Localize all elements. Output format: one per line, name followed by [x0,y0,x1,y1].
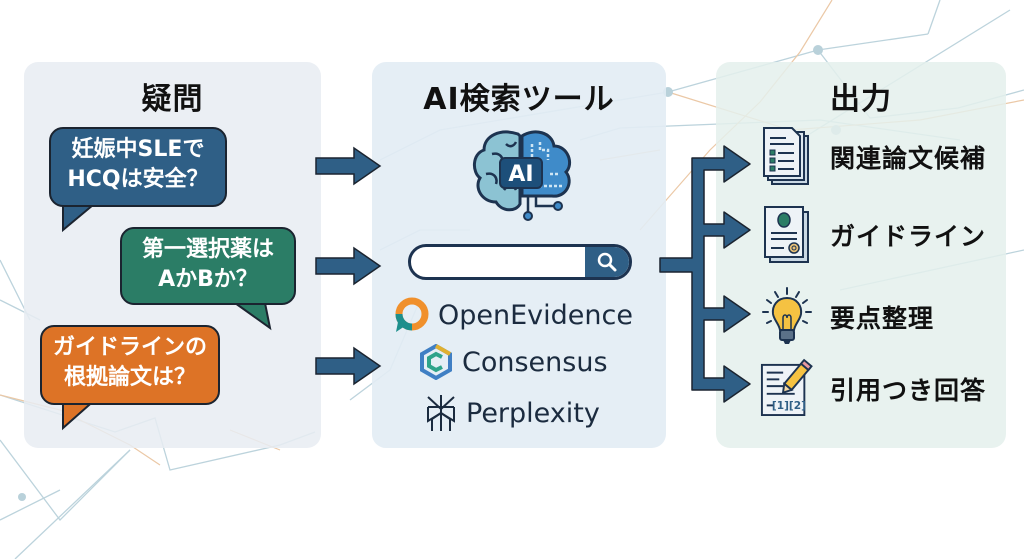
tool-name: Consensus [462,346,608,378]
cited-document-pencil-icon: [1][2] [760,358,813,416]
output-label: 要点整理 [830,304,935,333]
document-stack-icon [763,127,809,185]
arrow-right-icon [315,346,382,386]
perplexity-logo-icon [427,395,455,431]
arrow-right-icon [315,246,382,286]
arrow-right-icon [315,146,382,186]
tool-openevidence: OpenEvidence [392,296,633,334]
output-item-cited-answer: [1][2] 引用つき回答 [760,356,986,422]
question-bubble-first-line-drug: 第一選択薬は AかBか？ [120,227,296,305]
ai-badge-text: AI [508,162,533,187]
lightbulb-icon [762,287,812,344]
openevidence-logo-icon [395,297,429,332]
bubble-line: AかBか？ [158,267,258,292]
output-label: 関連論文候補 [830,144,987,173]
bubble-line: HCQは安全？ [67,167,209,192]
ai-brain-cloud-icon: AI [473,130,571,221]
branching-arrow-icon [659,145,751,403]
question-bubble-guideline-evidence: ガイドラインの 根拠論文は？ [40,325,220,405]
tool-name: Perplexity [466,397,600,429]
tool-perplexity: Perplexity [424,393,600,433]
ai-tools-title: AI検索ツール [423,82,615,117]
search-icon [597,252,617,272]
bubble-line: ガイドラインの [52,335,207,360]
output-item-related-papers: 関連論文候補 [760,124,986,190]
certificate-document-icon [764,206,809,263]
search-bar[interactable] [408,244,632,280]
tool-consensus: Consensus [418,344,608,380]
bubble-line: 根拠論文は？ [63,365,196,390]
output-label: ガイドライン [830,222,987,251]
search-button[interactable] [585,247,629,277]
bubble-line: 第一選択薬は [141,237,274,262]
output-item-guideline: ガイドライン [760,202,986,268]
bubble-line: 妊娠中SLEで [71,137,205,162]
questions-title: 疑問 [141,82,204,117]
output-label: 引用つき回答 [830,376,987,405]
question-bubble-hcq-pregnancy: 妊娠中SLEで HCQは安全？ [49,127,227,207]
output-title: 出力 [830,82,892,117]
tool-name: OpenEvidence [438,299,633,331]
consensus-logo-icon [420,344,452,380]
output-item-key-points: 要点整理 [760,284,934,350]
citation-text: [1][2] [772,400,806,412]
